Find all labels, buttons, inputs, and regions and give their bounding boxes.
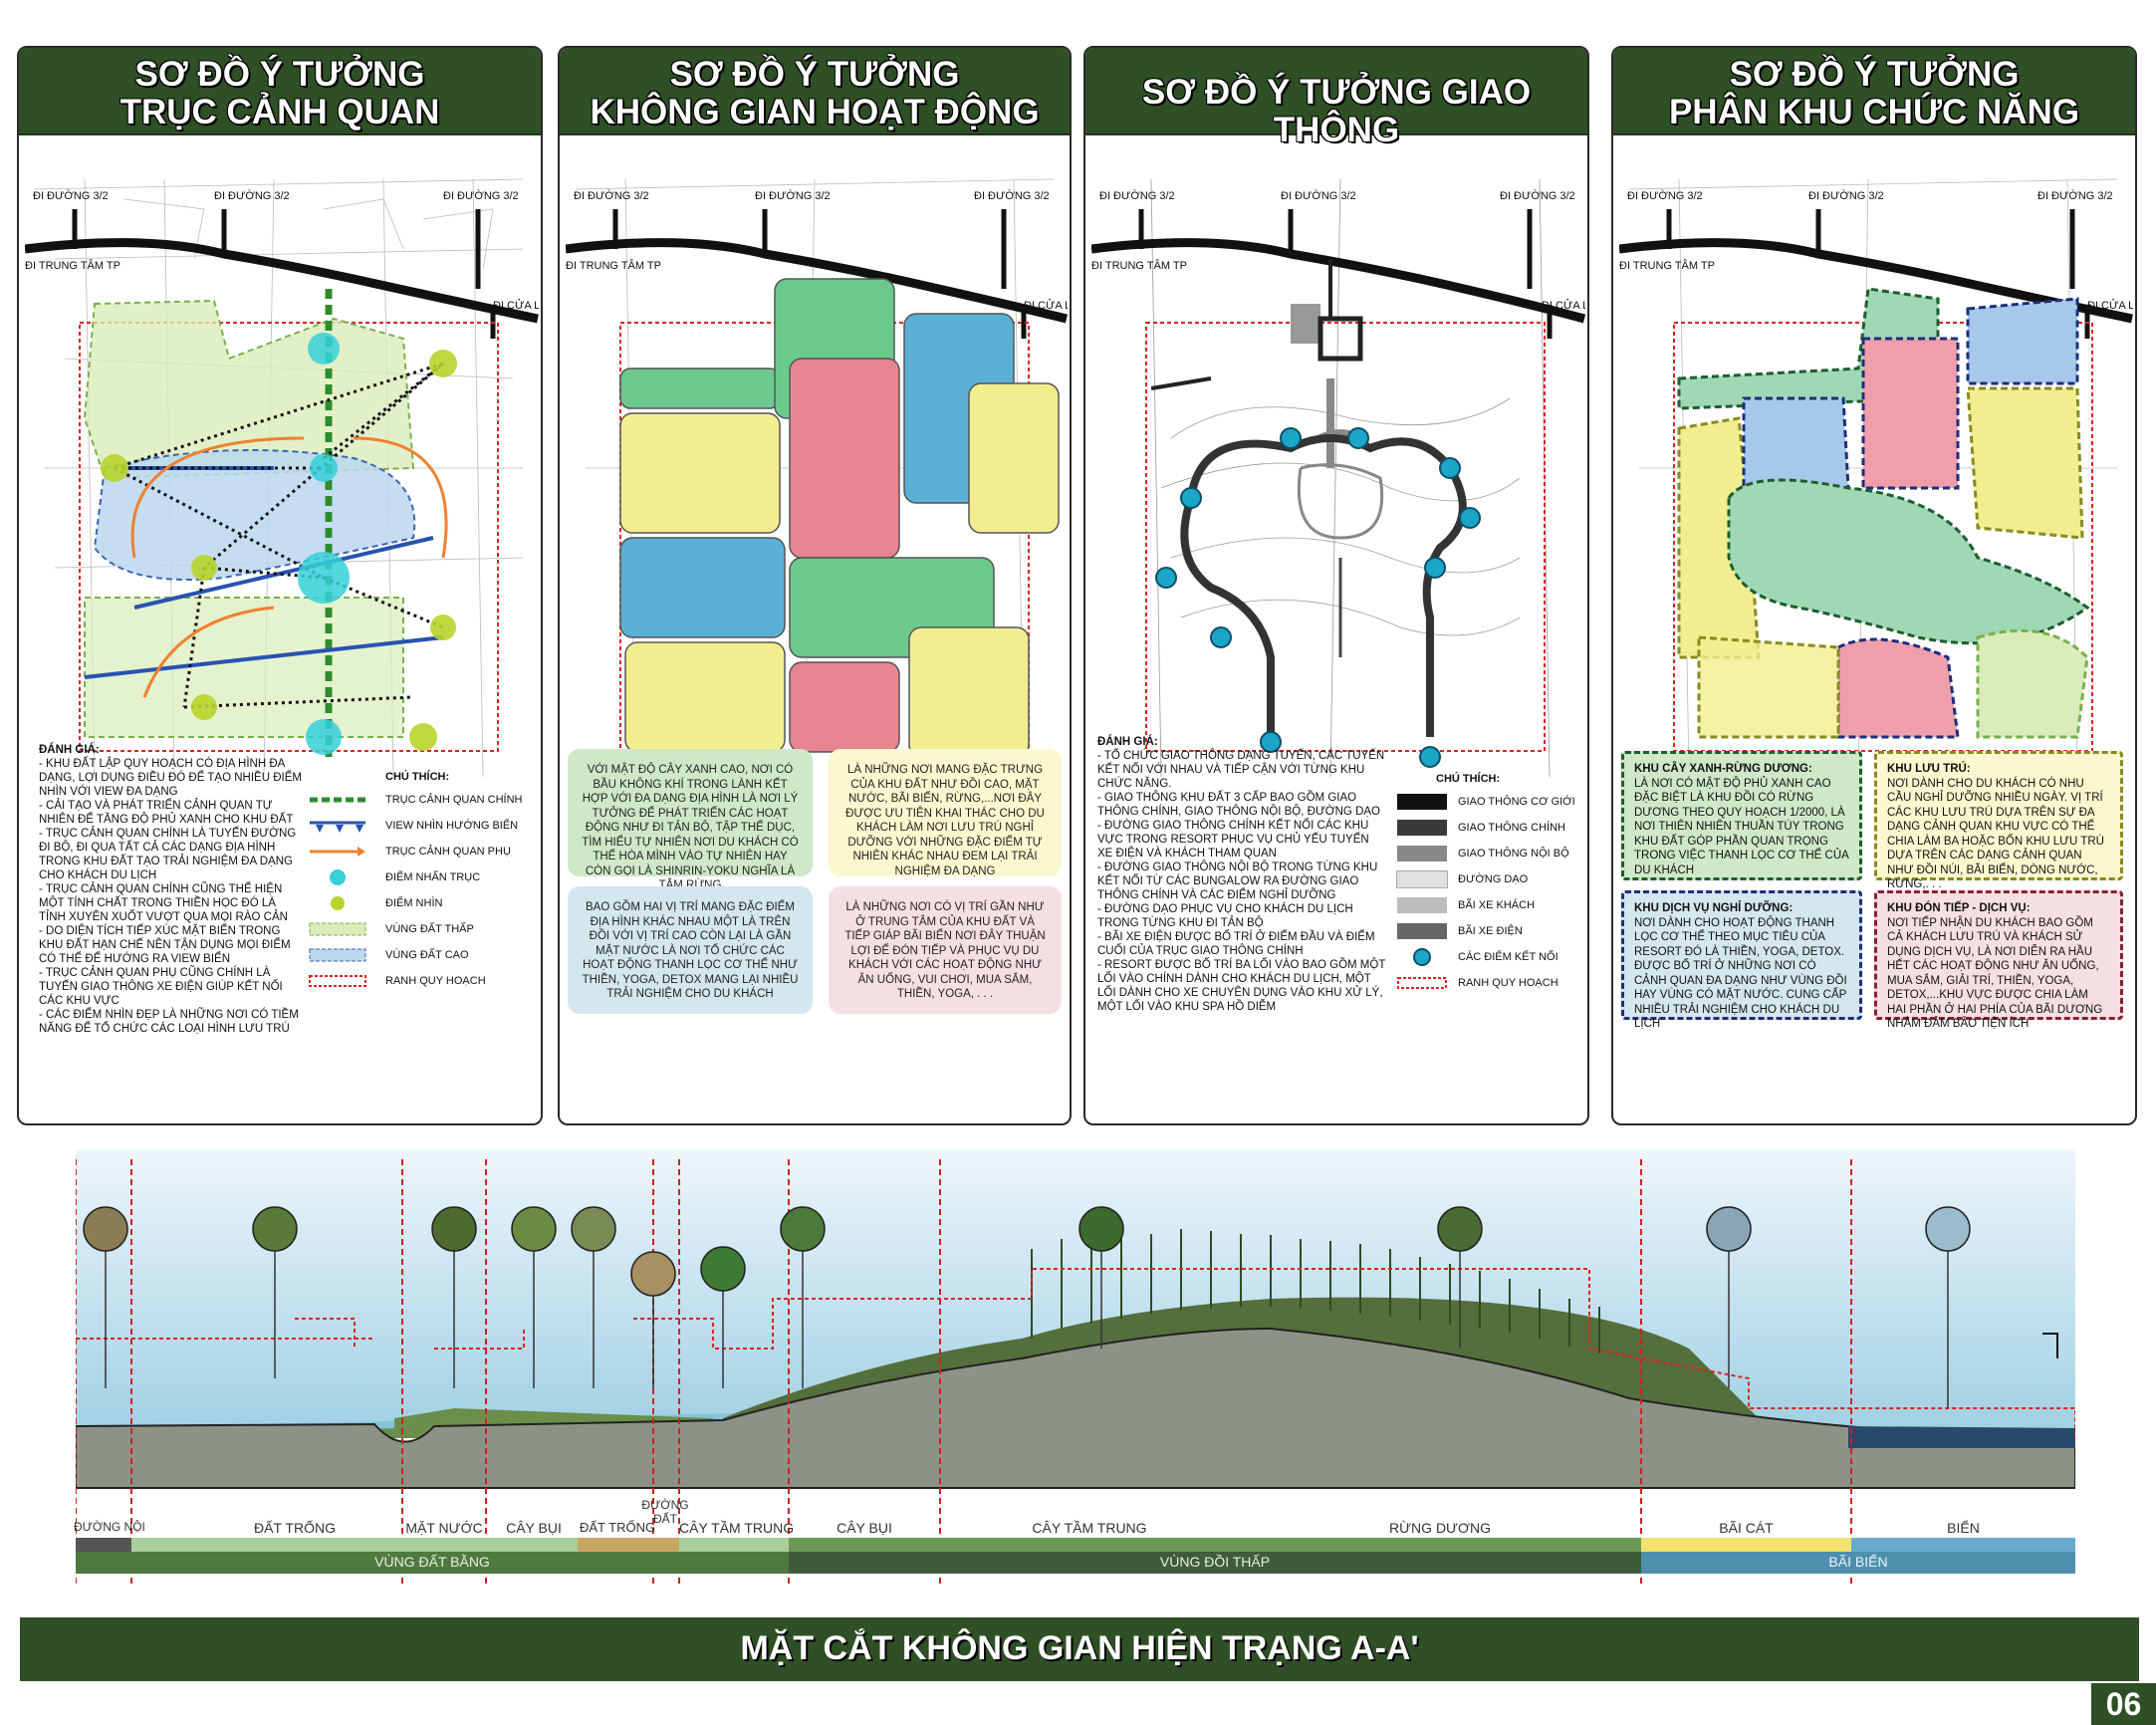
road-label-top-2: ĐI ĐƯỜNG 3/2 [214, 189, 290, 202]
section-title: MẶT CẮT KHÔNG GIAN HIỆN TRẠNG A-A' [740, 1629, 1419, 1667]
zone-box-resort-service: KHU DỊCH VỤ NGHỈ DƯỠNG: NƠI DÀNH CHO HOẠ… [1621, 890, 1862, 1030]
zone-box-stay: KHU LƯU TRÚ: NƠI DÀNH CHO DU KHÁCH CÓ NH… [1874, 751, 2123, 890]
svg-text:ĐI TRUNG TÂM TP: ĐI TRUNG TÂM TP [566, 259, 661, 272]
zone-bar-hill [789, 1552, 1641, 1574]
site-map: ĐI ĐƯỜNG 3/2 ĐI ĐƯỜNG 3/2 ĐI ĐƯỜNG 3/2 Đ… [1091, 178, 1585, 778]
svg-text:ĐI ĐƯỜNG 3/2: ĐI ĐƯỜNG 3/2 [755, 189, 831, 202]
road-label-top-1: ĐI ĐƯỜNG 3/2 [33, 189, 109, 202]
legend-row: GIAO THÔNG CHÍNH [1396, 815, 1585, 841]
road-label-top-3: ĐI ĐƯỜNG 3/2 [443, 189, 519, 202]
legend-row: ĐƯỜNG DẠO [1396, 866, 1585, 892]
panel-title: SƠ ĐỒ Ý TƯỞNG TRỤC CẢNH QUAN [120, 55, 440, 131]
svg-text:ĐI ĐƯỜNG 3/2: ĐI ĐƯỜNG 3/2 [1808, 189, 1884, 202]
section-label: CÂY BỤI [506, 1520, 562, 1536]
activity-box-pink: LÀ NHỮNG NƠI CÓ VỊ TRÍ GẦN NHƯ Ở TRUNG T… [829, 886, 1062, 1014]
zone-box-reception: KHU ĐÓN TIẾP - DỊCH VỤ: NƠI TIẾP NHẬN DU… [1874, 890, 2123, 1030]
section-label: ĐƯỜNG NỘI [74, 1520, 145, 1534]
activity-box-yellow: LÀ NHỮNG NƠI MANG ĐẶC TRƯNG CỦA KHU ĐẤT … [829, 749, 1062, 877]
legend: CHÚ THÍCH: GIAO THÔNG CƠ GIỚI GIAO THÔNG… [1396, 773, 1585, 996]
legend-row: GIAO THÔNG NỘI BỘ [1396, 841, 1585, 866]
panel-title: SƠ ĐỒ Ý TƯỞNG KHÔNG GIAN HOẠT ĐỘNG [590, 55, 1040, 131]
zone-bar-beach [1641, 1552, 2075, 1574]
evaluation-text: ĐÁNH GIÁ: - TỔ CHỨC GIAO THÔNG DẠNG TUYẾ… [1097, 736, 1386, 1013]
legend-row: TRỤC CẢNH QUAN CHÍNH [310, 794, 523, 806]
section-bar-sand [1641, 1538, 1851, 1552]
legend-row: VIEW NHÌN HƯỚNG BIỂN [306, 813, 535, 839]
panel-activity-space: SƠ ĐỒ Ý TƯỞNG KHÔNG GIAN HOẠT ĐỘNG ĐI ĐƯ… [558, 46, 1072, 1125]
legend-row: RANH QUY HOẠCH [306, 968, 535, 994]
legend-row: VÙNG ĐẤT CAO [306, 942, 535, 968]
section-illustration [46, 1149, 2076, 1588]
page-number: 06 [2091, 1683, 2156, 1725]
svg-text:ĐI TRUNG TÂM TP: ĐI TRUNG TÂM TP [1619, 259, 1715, 272]
section-bar-sea [1851, 1538, 2075, 1552]
zone-label: BÃI BIỂN [1828, 1554, 1888, 1570]
activity-box-green: VỚI MẬT ĐỘ CÂY XANH CAO, NƠI CÓ BẦU KHÔN… [568, 749, 813, 891]
zone-label: VÙNG ĐỒI THẤP [1159, 1554, 1271, 1570]
legend-row: CÁC ĐIỂM KẾT NỐI [1396, 944, 1585, 970]
zone-bar-flat [76, 1552, 789, 1574]
svg-text:ĐI ĐƯỜNG 3/2: ĐI ĐƯỜNG 3/2 [1627, 189, 1703, 202]
section-label: BIỂN [1947, 1520, 1980, 1536]
section-label: BÃI CÁT [1719, 1520, 1774, 1536]
section-bar-flat [131, 1538, 789, 1552]
section-title-bar: MẶT CẮT KHÔNG GIAN HIỆN TRẠNG A-A' [20, 1617, 2139, 1681]
section-label: ĐẤT TRỐNG [580, 1520, 656, 1535]
legend-row: ĐIỂM NHÌN [306, 890, 535, 916]
panel-header: SƠ ĐỒ Ý TƯỞNG KHÔNG GIAN HOẠT ĐỘNG [560, 48, 1070, 135]
legend-row: ĐIỂM NHẤN TRỤC [306, 864, 535, 890]
svg-text:ĐI TRUNG TÂM TP: ĐI TRUNG TÂM TP [1091, 259, 1187, 272]
panel-header: SƠ ĐỒ Ý TƯỞNG TRỤC CẢNH QUAN [19, 48, 541, 135]
legend-row: GIAO THÔNG CƠ GIỚI [1396, 789, 1585, 815]
panel-landscape-axis: SƠ ĐỒ Ý TƯỞNG TRỤC CẢNH QUAN ĐI ĐƯỜNG 3/… [17, 46, 543, 1125]
section-label: CÂY TẦM TRUNG [1032, 1520, 1147, 1536]
svg-text:ĐI ĐƯỜNG 3/2: ĐI ĐƯỜNG 3/2 [1500, 189, 1575, 202]
panel-title: SƠ ĐỒ Ý TƯỞNG GIAO THÔNG [1141, 73, 1532, 149]
svg-text:ĐI ĐƯỜNG 3/2: ĐI ĐƯỜNG 3/2 [974, 189, 1050, 202]
section-label: MẶT NƯỚC [405, 1520, 483, 1536]
panel-header: SƠ ĐỒ Ý TƯỞNG GIAO THÔNG [1085, 48, 1587, 149]
legend-row: BÃI XE KHÁCH [1396, 892, 1585, 918]
section-label: ĐẤT TRỐNG [254, 1520, 336, 1536]
legend-row: TRỤC CẢNH QUAN PHỤ [306, 839, 535, 864]
section-label: CÂY BỤI [837, 1520, 892, 1536]
site-map: ĐI ĐƯỜNG 3/2 ĐI ĐƯỜNG 3/2 ĐI ĐƯỜNG 3/2 Đ… [1619, 178, 2133, 778]
section-label: ĐƯỜNG ĐẤT [641, 1498, 689, 1526]
svg-text:ĐI ĐƯỜNG 3/2: ĐI ĐƯỜNG 3/2 [1099, 189, 1175, 202]
panel-traffic: SƠ ĐỒ Ý TƯỞNG GIAO THÔNG ĐI ĐƯỜNG 3/2 ĐI… [1083, 46, 1589, 1125]
svg-text:ĐI ĐƯỜNG 3/2: ĐI ĐƯỜNG 3/2 [2037, 189, 2113, 202]
panel-header: SƠ ĐỒ Ý TƯỞNG PHÂN KHU CHỨC NĂNG [1613, 48, 2135, 135]
svg-text:ĐI ĐƯỜNG 3/2: ĐI ĐƯỜNG 3/2 [1281, 189, 1356, 202]
legend-row: BÃI XE ĐIỆN [1396, 918, 1585, 944]
evaluation-text: ĐÁNH GIÁ: - KHU ĐẤT LẬP QUY HOẠCH CÓ ĐỊA… [39, 744, 302, 1035]
legend-row: VÙNG ĐẤT THẤP [306, 916, 535, 942]
section-label: CÂY TẦM TRUNG [679, 1520, 795, 1536]
section-bar-soil [578, 1538, 679, 1552]
zone-box-forest: KHU CÂY XANH-RỪNG DƯƠNG: LÀ NƠI CÓ MẬT Đ… [1621, 751, 1862, 880]
site-map: ĐI ĐƯỜNG 3/2 ĐI ĐƯỜNG 3/2 ĐI ĐƯỜNG 3/2 Đ… [566, 178, 1068, 778]
panel-functional-zones: SƠ ĐỒ Ý TƯỞNG PHÂN KHU CHỨC NĂNG ĐI ĐƯỜN… [1611, 46, 2137, 1125]
legend: CHÚ THÍCH: TRỤC CẢNH QUAN CHÍNH VIEW NHÌ… [306, 771, 535, 994]
road-label-left: ĐI TRUNG TÂM TP [25, 259, 120, 272]
site-map: ĐI ĐƯỜNG 3/2 ĐI ĐƯỜNG 3/2 ĐI ĐƯỜNG 3/2 Đ… [25, 178, 539, 778]
zone-label: VÙNG ĐẤT BẰNG [374, 1554, 490, 1570]
legend-row: RANH QUY HOẠCH [1396, 970, 1585, 996]
section-bar-hill [789, 1538, 1641, 1552]
section-bar-road [76, 1538, 131, 1552]
panel-title: SƠ ĐỒ Ý TƯỞNG PHÂN KHU CHỨC NĂNG [1668, 55, 2080, 131]
svg-text:ĐI ĐƯỜNG 3/2: ĐI ĐƯỜNG 3/2 [574, 189, 649, 202]
terrain-section: ĐƯỜNG NỘI ĐẤT TRỐNG MẶT NƯỚC CÂY BỤI ĐẤT… [46, 1149, 2076, 1588]
activity-box-blue: BAO GỒM HAI VỊ TRÍ MANG ĐẶC ĐIỂM ĐỊA HÌN… [568, 886, 813, 1014]
section-label: RỪNG DƯƠNG [1388, 1520, 1492, 1536]
